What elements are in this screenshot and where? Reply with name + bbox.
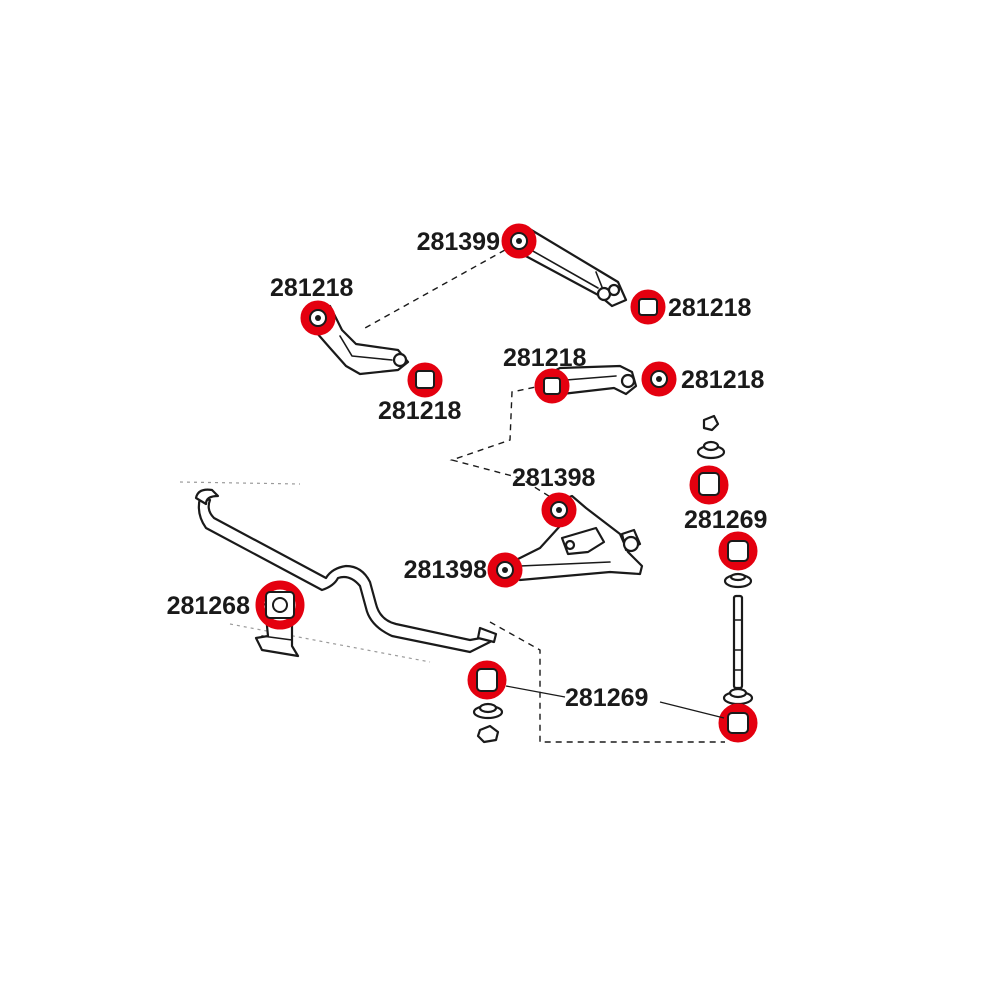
label-lower-arm-front: 281398 <box>512 464 596 492</box>
end-link-bushing <box>467 660 507 700</box>
lower-control-arm <box>502 494 644 582</box>
lateral-link-outer-bushing <box>641 361 677 397</box>
label-stabilizer-bushing: 281268 <box>167 592 251 620</box>
label-upper-link-outer: 281218 <box>668 294 752 322</box>
shock-mid-hardware <box>723 572 753 589</box>
trailing-arm-front-bushing <box>300 300 336 336</box>
lower-arm-front-bushing <box>541 492 577 528</box>
label-lateral-link-inner: 281218 <box>503 344 587 372</box>
trailing-arm-rear-bushing <box>407 362 443 398</box>
trailing-arm <box>310 304 410 376</box>
label-trailing-arm-front: 281218 <box>270 274 354 302</box>
label-upper-link-inner: 281399 <box>417 228 500 256</box>
label-shock-upper-bushing: 281269 <box>684 506 767 534</box>
shock-upper-bushing-2 <box>718 531 758 571</box>
lateral-link-inner-bushing <box>534 368 570 404</box>
label-lateral-link-outer: 281218 <box>681 366 765 394</box>
assembly-guide-lines <box>364 249 725 743</box>
shock-lower-hardware <box>722 687 754 706</box>
upper-link-outer-bushing <box>630 289 666 325</box>
part-number-labels: 281399 281218 281218 281218 281218 28121… <box>167 228 768 712</box>
leader-lines <box>505 685 725 719</box>
label-trailing-arm-rear: 281218 <box>378 397 462 425</box>
shock-upper-hardware <box>696 414 726 460</box>
label-lower-arm-rear: 281398 <box>404 556 488 584</box>
end-link-lower-hardware <box>472 702 504 744</box>
upper-link-inner-bushing <box>501 223 537 259</box>
stabilizer-bar-bushing <box>255 580 305 630</box>
lower-arm-rear-bushing <box>487 552 523 588</box>
shock-rod <box>732 594 744 690</box>
shock-upper-bushing-1 <box>689 465 729 505</box>
label-end-link-bushings: 281269 <box>565 684 648 712</box>
stabilizer-bar <box>179 481 498 663</box>
shock-lower-bushing <box>718 703 758 743</box>
